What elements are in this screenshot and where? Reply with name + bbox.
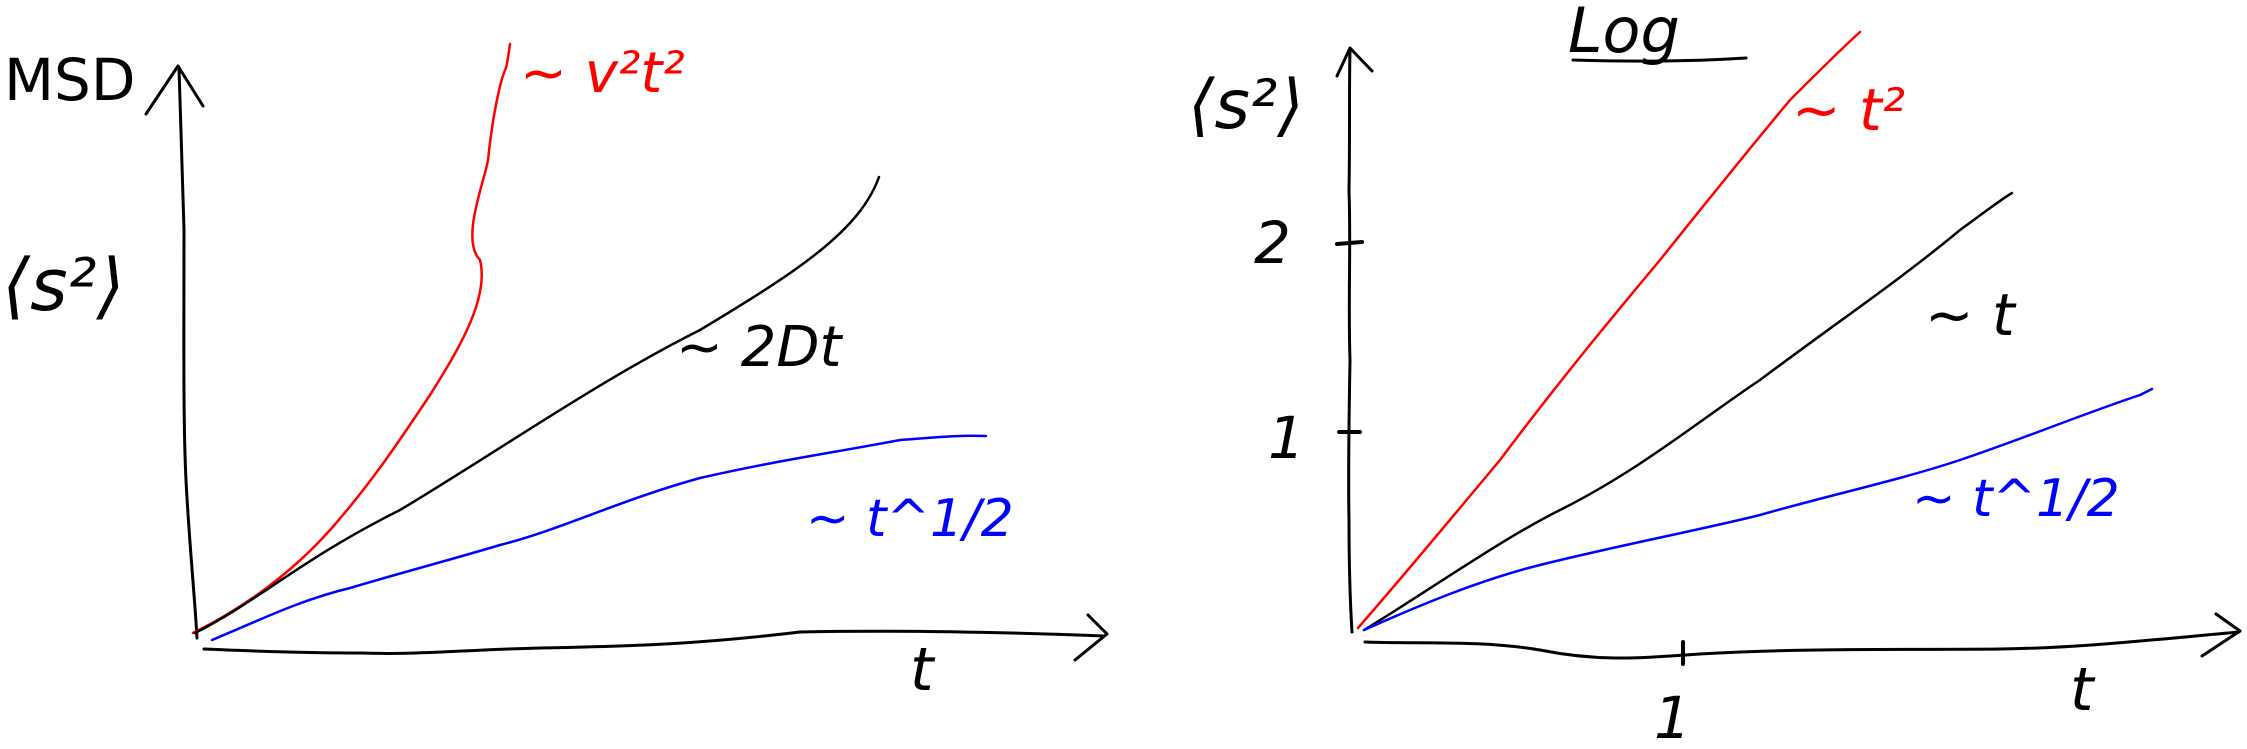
left-y-label: ⟨s²⟩	[2, 243, 125, 327]
left-y-axis-arrowhead	[144, 64, 205, 116]
left-y-label-top: MSD	[4, 46, 136, 114]
right-y-tick-2	[1335, 240, 1364, 246]
left-curve-diffusive-label: ~ 2Dt	[676, 315, 843, 380]
right-title: Log	[1568, 0, 1680, 67]
right-curve-ballistic	[1356, 30, 1862, 630]
right-y-tick-label-1: 1	[1268, 404, 1305, 472]
right-curve-subdiffusive	[1362, 387, 2154, 632]
left-curve-diffusive	[193, 175, 881, 635]
right-panel: 2 1 1 Log ⟨s²⟩ t ~ t² ~ t ~ t^1/2	[1188, 0, 2242, 749]
left-x-axis	[202, 629, 1106, 655]
right-curve-ballistic-label: ~ t²	[1792, 76, 1905, 144]
right-x-tick-label-1: 1	[1654, 684, 1691, 745]
left-curve-ballistic-label: ~ v²t²	[520, 41, 685, 106]
left-x-label: t	[910, 635, 936, 705]
left-x-axis-arrowhead	[1073, 613, 1109, 662]
left-curve-ballistic	[191, 42, 512, 635]
right-curve-diffusive	[1362, 191, 2014, 632]
right-x-label: t	[2070, 655, 2096, 725]
right-x-axis-arrowhead	[2200, 612, 2242, 658]
left-curve-subdiffusive-label: ~ t^1/2	[806, 489, 1014, 549]
right-y-tick-label-2: 2	[1254, 209, 1291, 277]
right-curve-diffusive-label: ~ t	[1925, 281, 2017, 349]
left-panel: MSD ⟨s²⟩ t ~ v²t² ~ 2Dt ~ t^1/2	[2, 41, 1109, 705]
right-y-axis	[1347, 48, 1354, 634]
right-title-underline	[1571, 56, 1748, 63]
right-y-label: ⟨s²⟩	[1188, 66, 1304, 145]
left-curve-subdiffusive	[210, 434, 988, 642]
right-curve-subdiffusive-label: ~ t^1/2	[1912, 469, 2120, 529]
right-y-axis-arrowhead	[1335, 46, 1374, 78]
right-x-axis	[1363, 630, 2241, 660]
left-y-axis	[177, 66, 199, 640]
